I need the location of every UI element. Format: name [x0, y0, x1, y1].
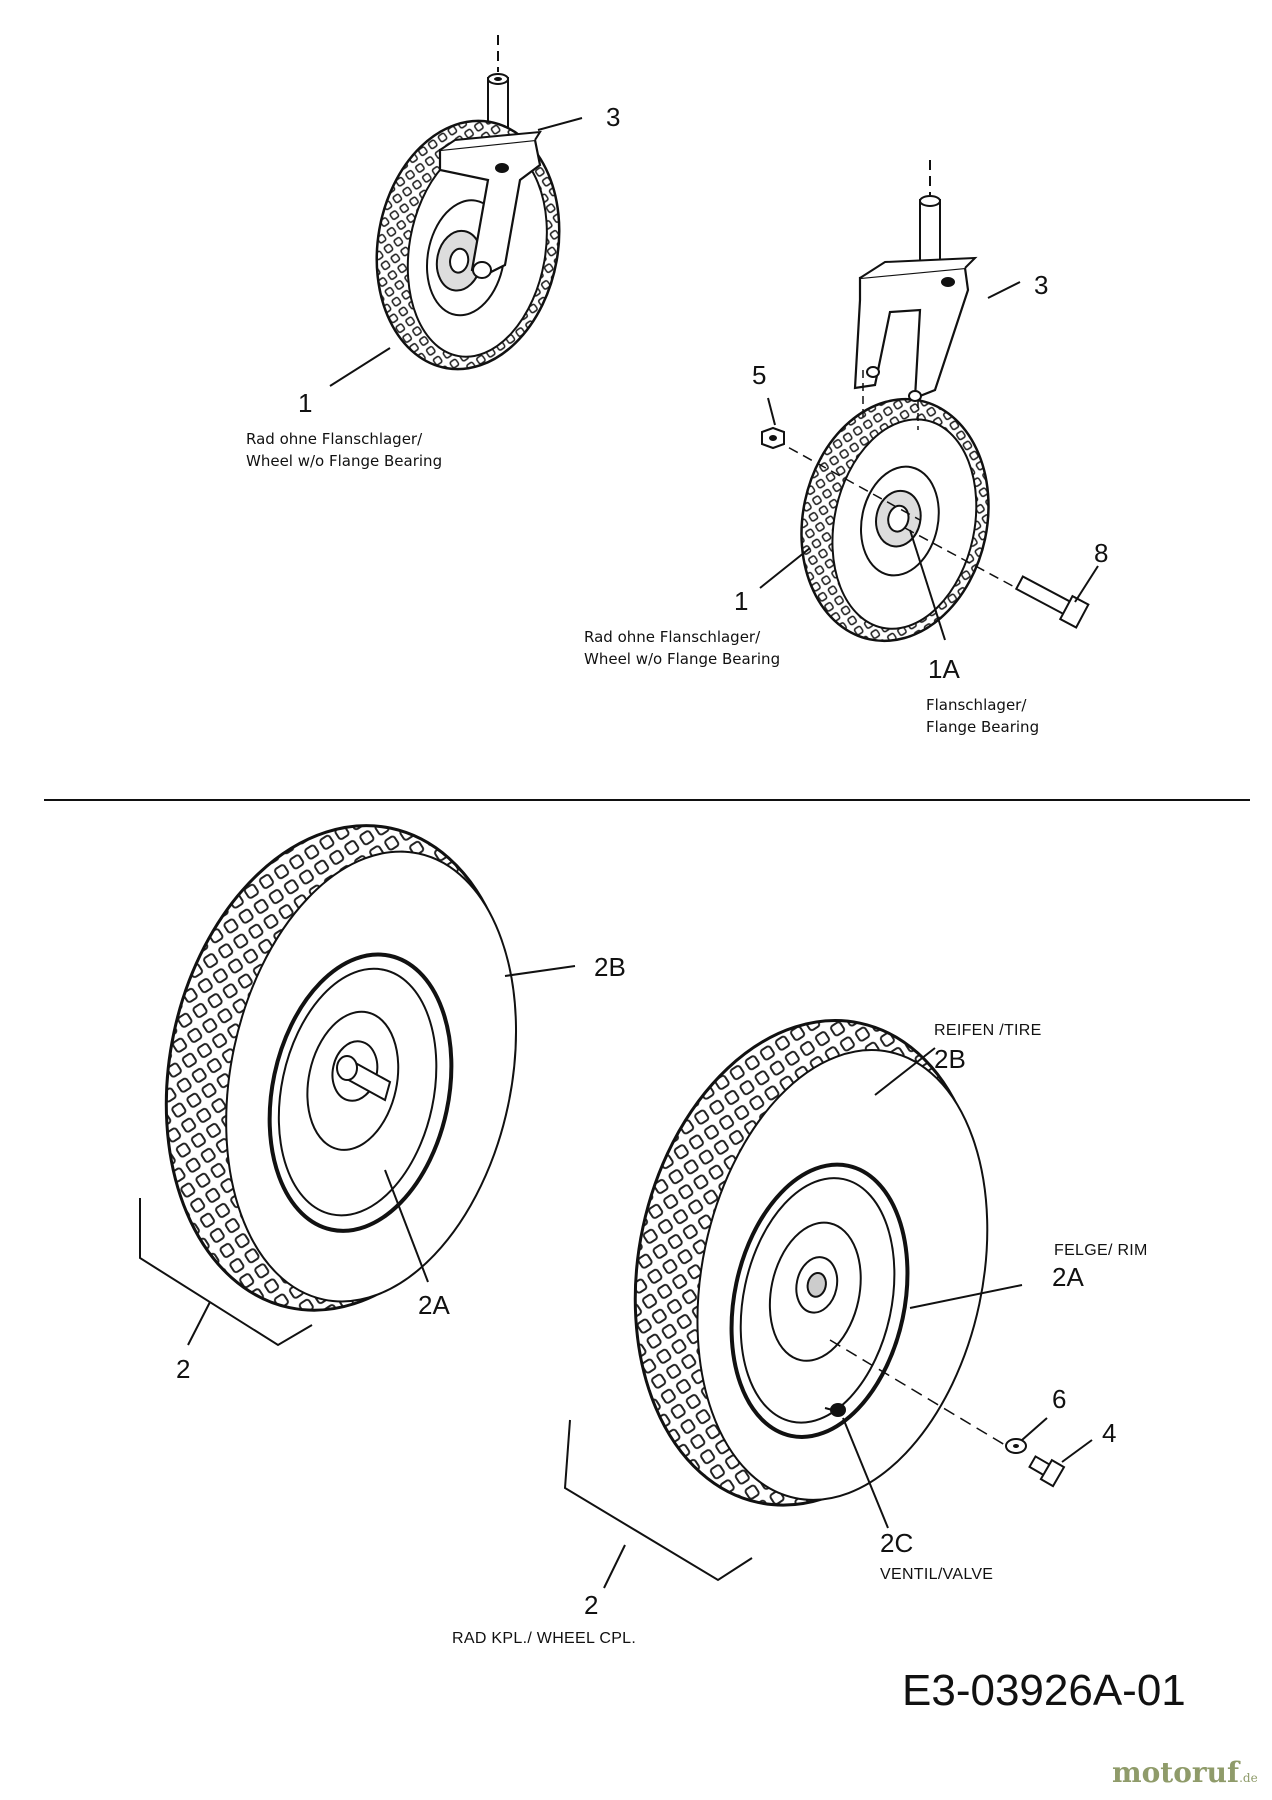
callout-4: 4: [1102, 1418, 1117, 1448]
callout-2-right: 2: [584, 1590, 599, 1620]
callout-1-top-right: 1: [734, 586, 749, 616]
caption-wheel-complete: RAD KPL./ WHEEL CPL.: [452, 1630, 637, 1647]
caption-wheel-top-left-de: Rad ohne Flanschlager/: [246, 430, 423, 448]
callout-3-top-right: 3: [1034, 270, 1049, 300]
caster-wheel-top-left: [329, 35, 583, 387]
caption-rim: FELGE/ RIM: [1054, 1242, 1148, 1259]
callout-5: 5: [752, 360, 767, 390]
caption-bearing-de: Flanschlager/: [926, 696, 1027, 714]
watermark-tld: .de: [1239, 1771, 1258, 1785]
callout-2B-left: 2B: [594, 952, 626, 982]
callout-3-top-left: 3: [606, 102, 621, 132]
caption-valve: VENTIL/VALVE: [880, 1566, 994, 1583]
callout-8: 8: [1094, 538, 1109, 568]
callout-2A-left: 2A: [418, 1290, 450, 1320]
callout-6: 6: [1052, 1384, 1067, 1414]
caster-wheel-top-right: [759, 160, 1099, 643]
callout-2B-right: 2B: [934, 1044, 966, 1074]
callout-2-left: 2: [176, 1354, 191, 1384]
callout-2A-right: 2A: [1052, 1262, 1084, 1292]
drawing-code: E3-03926A-01: [902, 1666, 1186, 1715]
caption-wheel-top-right-de: Rad ohne Flanschlager/: [584, 628, 761, 646]
wheel-bottom-right: [563, 1019, 1093, 1589]
caption-bearing-en: Flange Bearing: [926, 718, 1040, 736]
callout-1A: 1A: [928, 654, 960, 684]
watermark-brand: motoruf: [1112, 1756, 1240, 1789]
wheel-bottom-left: [139, 824, 576, 1347]
callout-2C: 2C: [880, 1528, 914, 1558]
callout-1-top-left: 1: [298, 388, 313, 418]
caption-tire: REIFEN /TIRE: [934, 1022, 1042, 1039]
watermark-logo: motoruf.de: [1112, 1756, 1258, 1789]
caption-wheel-top-right-en: Wheel w/o Flange Bearing: [584, 650, 781, 668]
caption-wheel-top-left-en: Wheel w/o Flange Bearing: [246, 452, 443, 470]
